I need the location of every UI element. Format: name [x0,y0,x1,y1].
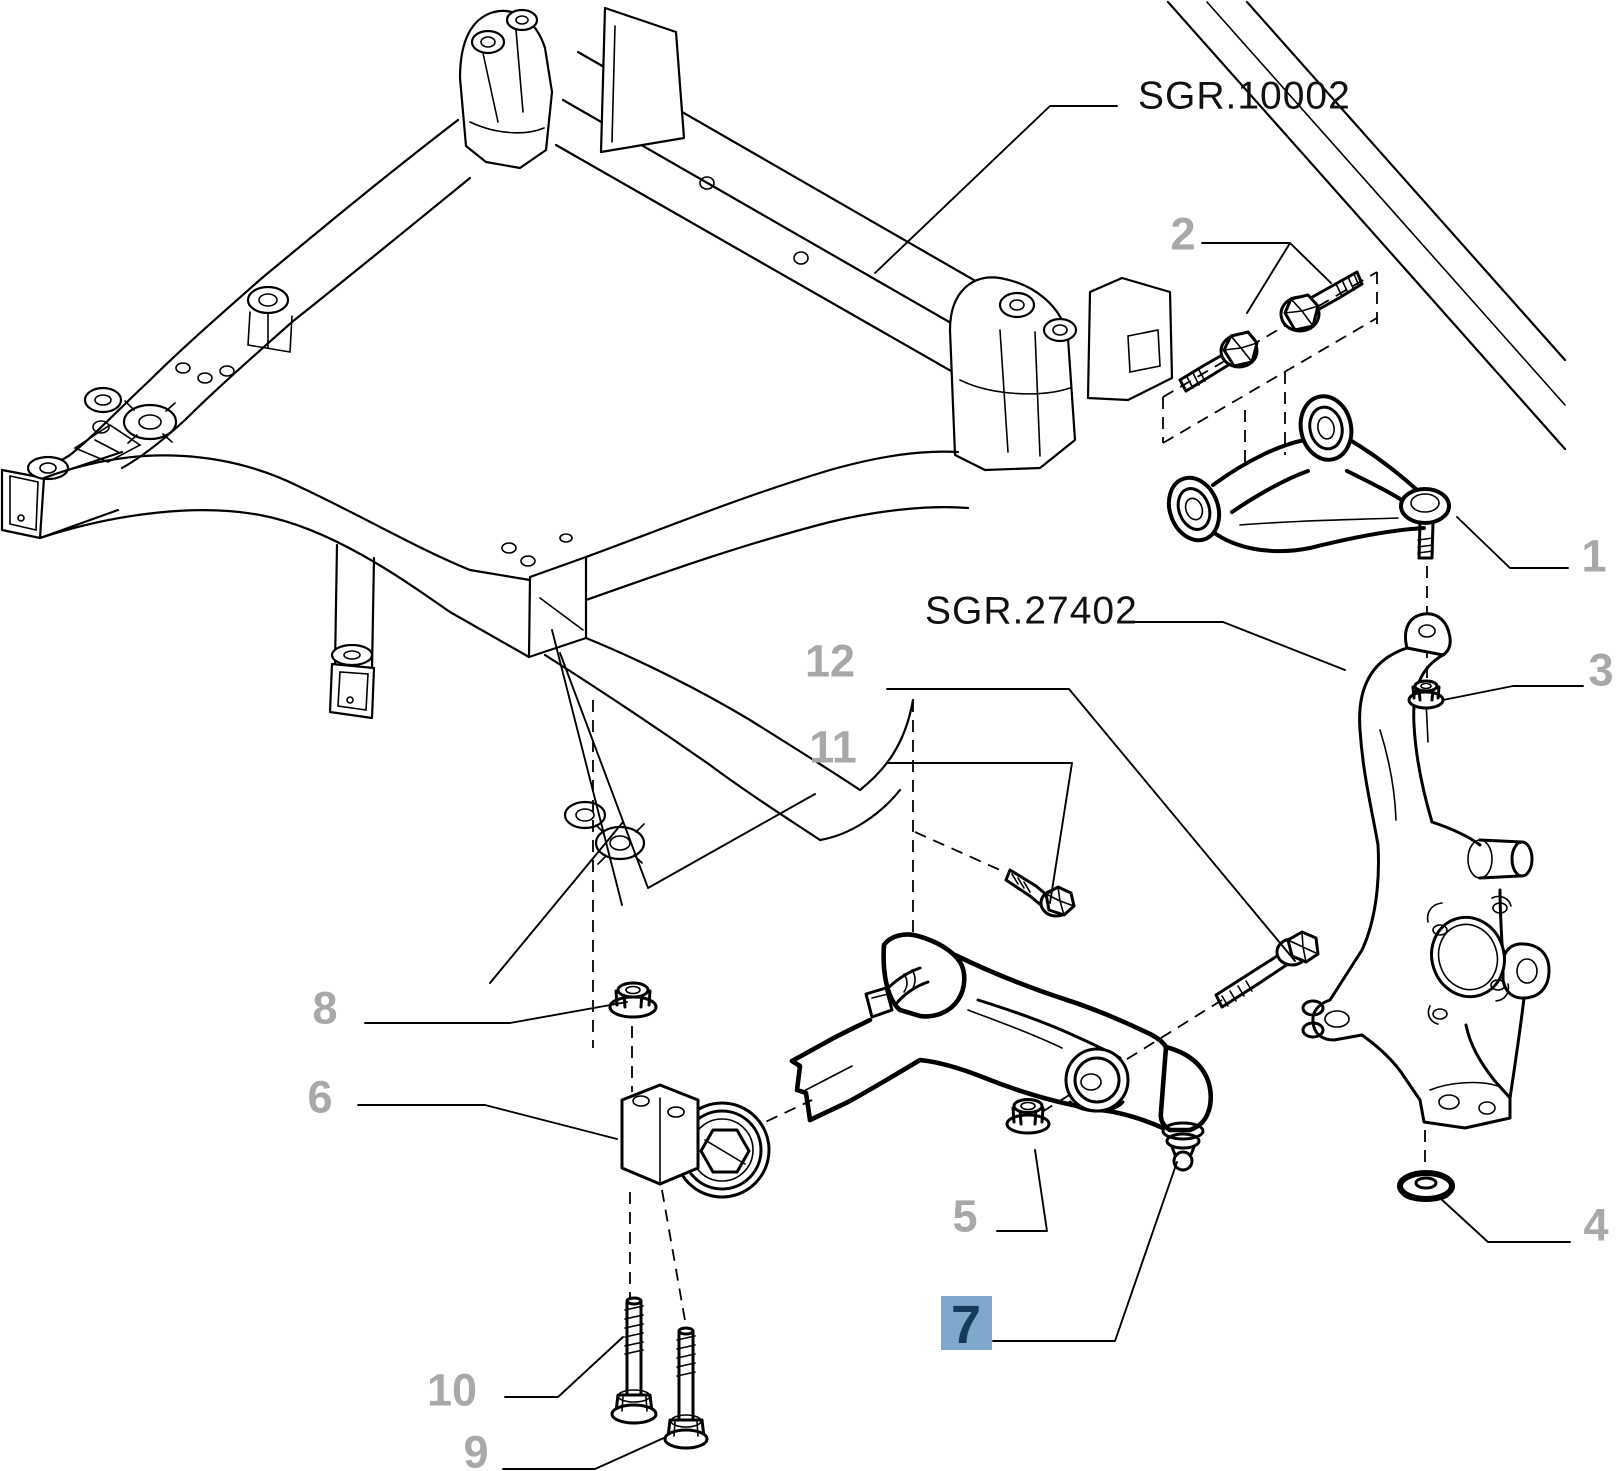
bolt-item12 [1214,930,1320,1009]
leader-sgr10002 [874,105,1118,274]
bolt-item10 [610,1296,658,1425]
callout-3-label[interactable]: 3 [1588,645,1613,696]
callout-9-label[interactable]: 9 [463,1427,488,1471]
callout-1[interactable]: 1 [1581,531,1606,582]
callout-7-highlighted[interactable]: 7 [941,1295,992,1355]
callout-11-label[interactable]: 11 [809,722,857,773]
callout-6-label[interactable]: 6 [307,1072,332,1123]
steering-knuckle [1301,612,1551,1130]
lower-control-arm [789,932,1214,1172]
nut-item5 [1005,1098,1051,1135]
subframe-mount-plate [527,555,588,659]
callout-6[interactable]: 6 [307,1072,332,1123]
nut-item3 [1407,679,1445,710]
callout-12[interactable]: 12 [805,636,855,687]
callout-8-label[interactable]: 8 [312,983,337,1034]
callout-10[interactable]: 10 [427,1365,477,1416]
leader-9 [502,1436,667,1470]
callout-8[interactable]: 8 [312,983,337,1034]
bolt-item11 [1004,868,1076,918]
plate-pointer-lines [489,629,816,984]
callout-3[interactable]: 3 [1588,645,1613,696]
callout-2-label[interactable]: 2 [1170,209,1195,260]
leader-7 [992,1161,1178,1342]
callout-11[interactable]: 11 [809,722,857,773]
leader-10 [504,1336,624,1398]
callout-1-label[interactable]: 1 [1581,531,1606,582]
callout-7-label[interactable]: 7 [951,1295,981,1355]
group-label-sgr10002[interactable]: SGR.10002 [1138,75,1351,118]
upper-arm-rear-bushing [1298,394,1354,462]
upper-arm-front-bushing [1166,475,1222,543]
leader-5 [996,1149,1048,1232]
callout-10-label[interactable]: 10 [427,1365,477,1416]
leader-sgr27402 [1122,621,1346,671]
bolt-item9 [663,1326,709,1450]
grommet-item4 [1397,1170,1455,1202]
leader-4 [1439,1197,1571,1243]
upper-control-arm [1166,394,1451,560]
upper-arm-mounting-bolts [1178,270,1364,393]
callout-4-label[interactable]: 4 [1583,1200,1608,1251]
leader-11 [886,762,1073,904]
leader-1 [1456,516,1569,569]
bolt-item2a [1279,270,1364,333]
knuckle-hub [1430,915,1506,999]
leader-6 [357,1104,618,1140]
callout-7-highlight-box[interactable] [941,1296,992,1350]
leader-3 [1442,685,1584,701]
callout-4[interactable]: 4 [1583,1200,1608,1251]
group-label-sgr27402[interactable]: SGR.27402 [925,590,1138,633]
leader-lines [357,105,1584,1470]
bolt-item2b [1178,330,1259,393]
callout-5[interactable]: 5 [952,1191,977,1242]
callout-12-label[interactable]: 12 [805,636,855,687]
leader-8 [364,1001,628,1024]
bushing-item6 [620,1083,771,1199]
callout-2[interactable]: 2 [1170,209,1195,260]
callout-9[interactable]: 9 [463,1427,488,1471]
lower-arm-ball-stud-tip [1172,1150,1194,1172]
leader-12 [886,688,1296,962]
leader-2 [1201,242,1332,314]
nut-item8 [608,981,658,1019]
subframe-crossmember [0,0,1567,865]
callout-5-label[interactable]: 5 [952,1191,977,1242]
